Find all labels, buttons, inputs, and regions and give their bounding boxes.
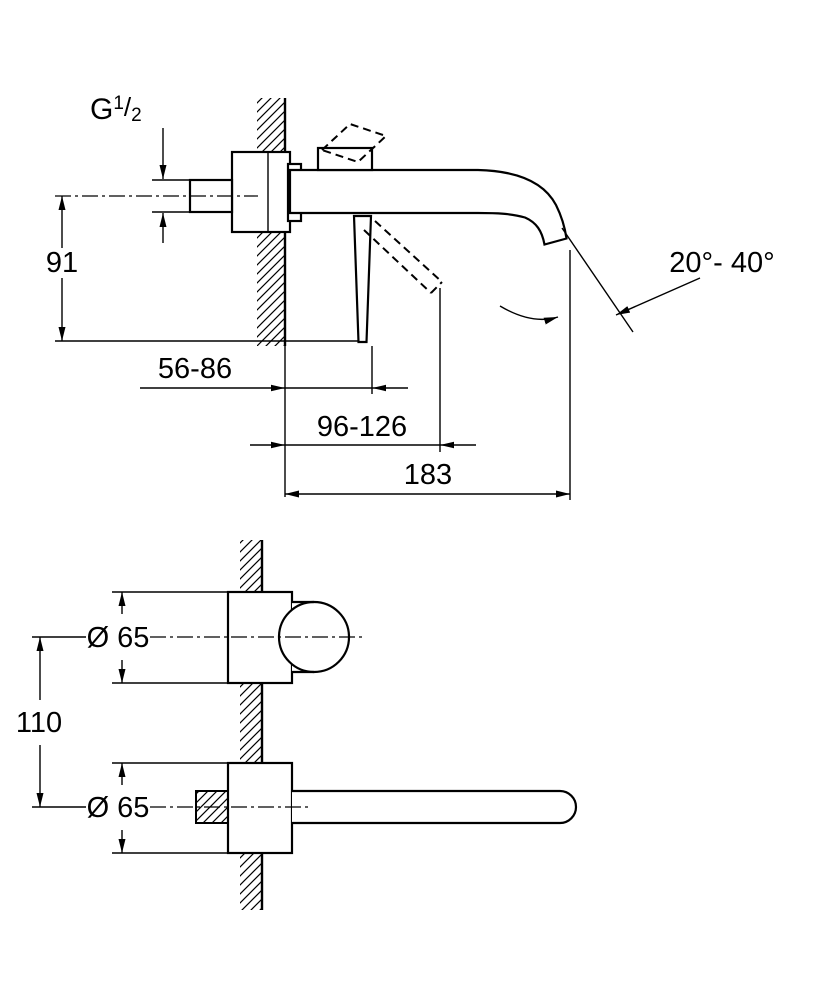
escutcheon-spout <box>226 761 294 855</box>
wall-section-front <box>240 540 264 910</box>
angle-leader <box>615 277 701 316</box>
dim-183-label: 183 <box>404 459 452 491</box>
thread-size-label: G1/2 <box>90 92 142 126</box>
dim-96-126: 96-126 <box>250 288 476 452</box>
tilted-spout-line <box>561 227 634 333</box>
side-view: G1/2 91 56-86 96-126 <box>46 92 775 500</box>
arrowhead <box>271 384 285 392</box>
wall-section-side <box>257 98 287 497</box>
concealed-body <box>230 150 292 234</box>
dim-56-86: 56-86 <box>140 346 408 394</box>
wall-hatch-upper <box>257 98 285 152</box>
rotation-arc-arrow <box>499 305 559 325</box>
handle-lever <box>352 214 373 344</box>
handle-base <box>316 146 374 172</box>
dim-183: 183 <box>285 250 571 500</box>
spout-trim <box>150 761 578 855</box>
dim-110-label: 110 <box>16 707 62 739</box>
front-view: Ø 65 Ø 65 110 <box>16 540 578 910</box>
dim-110: 110 <box>16 636 86 808</box>
handle-lever-swung-dashed <box>363 220 443 294</box>
arrowhead <box>372 384 386 392</box>
dim-91: 91 <box>46 196 359 342</box>
angle-annotation: 20°- 40° <box>499 227 775 333</box>
dim-dia-handle: Ø 65 <box>87 591 230 684</box>
arrowhead <box>440 441 454 449</box>
spout-outline <box>288 168 568 246</box>
thread-label-group: G1/2 <box>90 92 192 243</box>
spout-front <box>292 789 578 825</box>
dia-spout-label: Ø 65 <box>87 792 150 824</box>
dim-dia-spout: Ø 65 <box>87 762 230 854</box>
dim-96-126-label: 96-126 <box>317 411 407 443</box>
wall-hatch-middle <box>240 683 262 763</box>
dim-91-label: 91 <box>46 247 78 279</box>
wall-hatch-lower <box>240 853 262 910</box>
dim-56-86-label: 56-86 <box>158 353 232 385</box>
wall-hatch-upper <box>240 540 262 592</box>
dia-handle-label: Ø 65 <box>87 622 150 654</box>
handle-trim <box>150 590 362 685</box>
wall-hatch-lower <box>257 232 285 346</box>
arrowhead <box>271 441 285 449</box>
angle-range-label: 20°- 40° <box>669 247 774 279</box>
